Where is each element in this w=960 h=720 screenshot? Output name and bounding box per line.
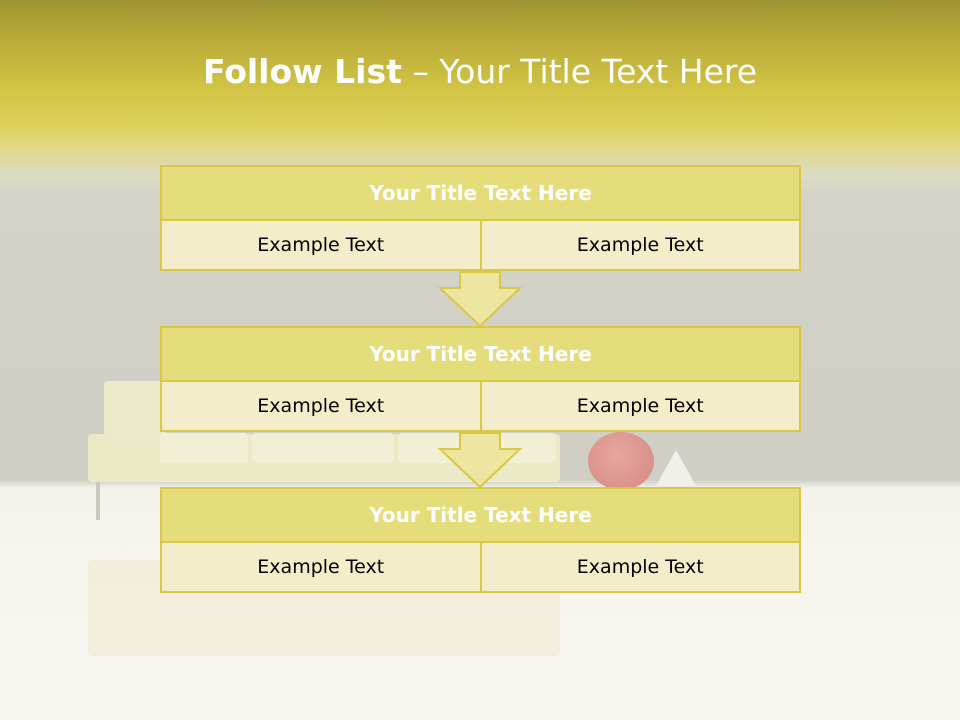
block-heading: Your Title Text Here [160,165,801,221]
block-heading: Your Title Text Here [160,487,801,543]
block-cell-left: Example Text [160,221,482,271]
title-rest-part: – Your Title Text Here [401,52,758,91]
block-row: Example Text Example Text [160,543,801,593]
red-ball-image [588,432,654,490]
down-arrow-icon [438,271,522,328]
block-row: Example Text Example Text [160,382,801,432]
block-cell-left: Example Text [160,543,482,593]
block-cell-left: Example Text [160,382,482,432]
block-heading: Your Title Text Here [160,326,801,382]
down-arrow-icon [438,432,522,489]
block-cell-right: Example Text [479,221,801,271]
block-row: Example Text Example Text [160,221,801,271]
title-bold-part: Follow List [202,52,402,91]
list-block-1: Your Title Text Here Example Text Exampl… [160,165,801,271]
block-cell-right: Example Text [479,382,801,432]
block-cell-right: Example Text [479,543,801,593]
list-block-3: Your Title Text Here Example Text Exampl… [160,487,801,593]
sofa-back-image [104,381,166,436]
sofa-leg [96,482,100,520]
sofa-cushion [160,433,248,463]
slide-title: Follow List – Your Title Text Here [0,52,960,91]
list-block-2: Your Title Text Here Example Text Exampl… [160,326,801,432]
sofa-cushion [252,433,394,463]
lamp-image [656,450,696,486]
